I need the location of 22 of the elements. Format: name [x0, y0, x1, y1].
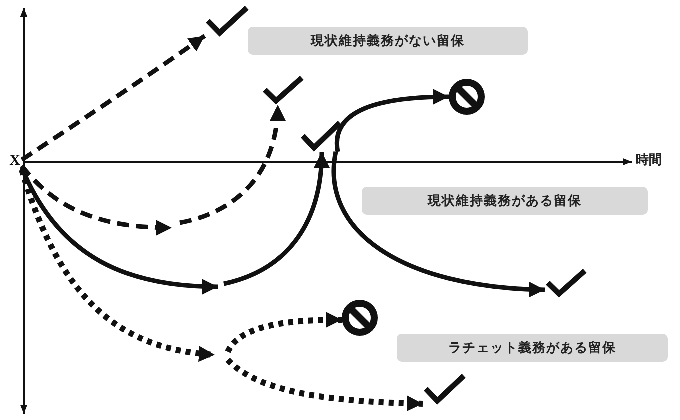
checkmark-icon	[205, 5, 250, 37]
checkmark-icon	[300, 120, 343, 152]
arrow	[20, 34, 206, 162]
category-label: ラチェット義務がある留保	[397, 334, 668, 362]
category-label: 現状維持義務がない留保	[248, 27, 528, 55]
arrow	[19, 169, 216, 362]
prohibition-icon	[342, 300, 378, 336]
checkmark-icon	[262, 75, 305, 105]
arrow	[223, 152, 330, 286]
prohibition-icon	[449, 79, 485, 115]
arrow	[20, 164, 172, 236]
arrow	[225, 312, 342, 354]
arrow	[335, 89, 450, 152]
checkmark-icon	[423, 373, 467, 405]
origin-label: X	[8, 152, 22, 170]
arrow	[226, 358, 424, 412]
arrow	[332, 152, 546, 298]
arrow	[180, 104, 286, 226]
axis-label: 時間	[636, 152, 662, 169]
checkmark-icon	[545, 268, 588, 298]
arrow	[20, 167, 218, 295]
category-label: 現状維持義務がある留保	[362, 187, 648, 215]
